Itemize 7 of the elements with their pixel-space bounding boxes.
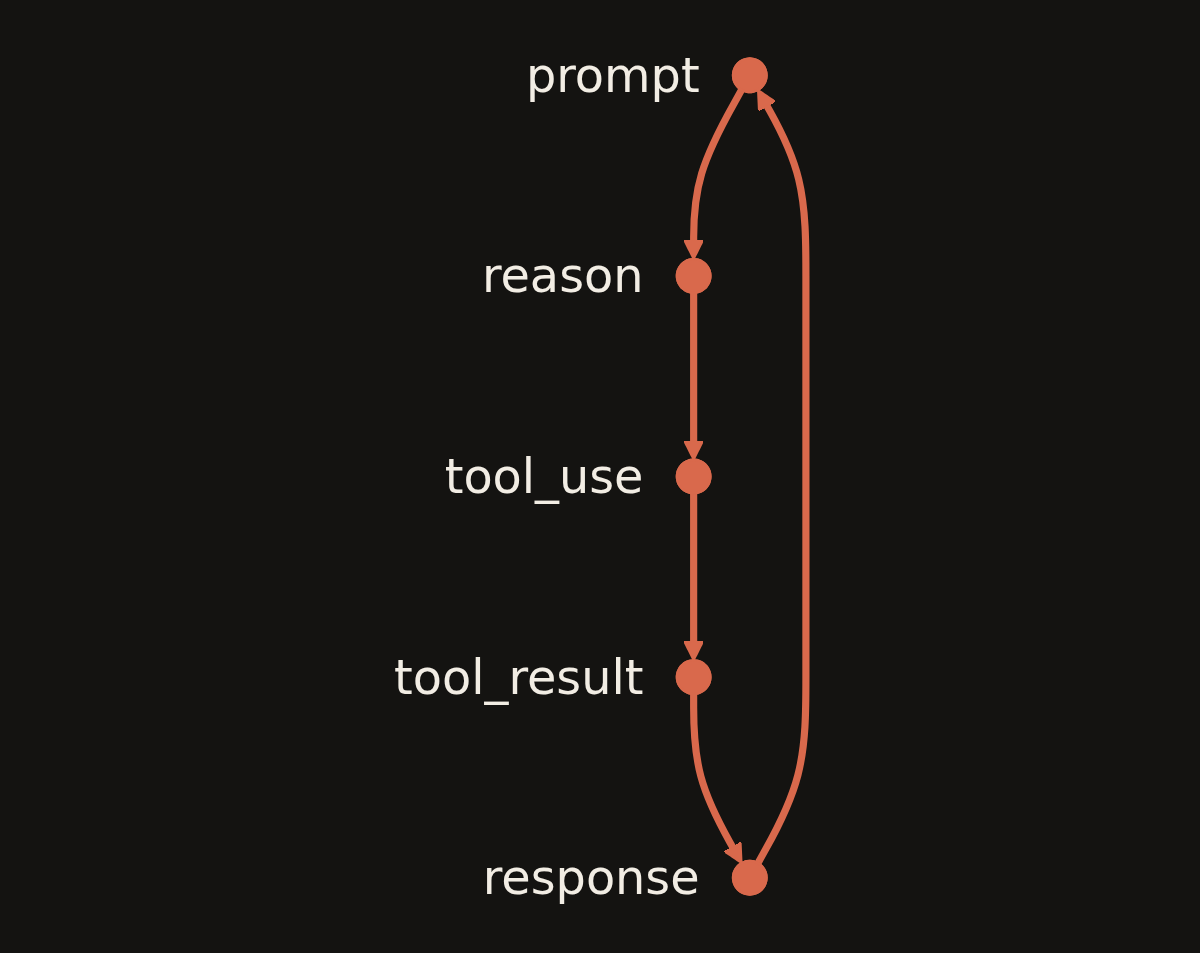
arrow xyxy=(690,693,743,865)
node-label: response xyxy=(482,850,700,906)
node-label: reason xyxy=(481,248,644,304)
node-label: tool_result xyxy=(394,649,644,705)
node-label: prompt xyxy=(525,47,700,103)
arrow xyxy=(754,88,810,865)
node-label: tool_use xyxy=(444,449,644,504)
